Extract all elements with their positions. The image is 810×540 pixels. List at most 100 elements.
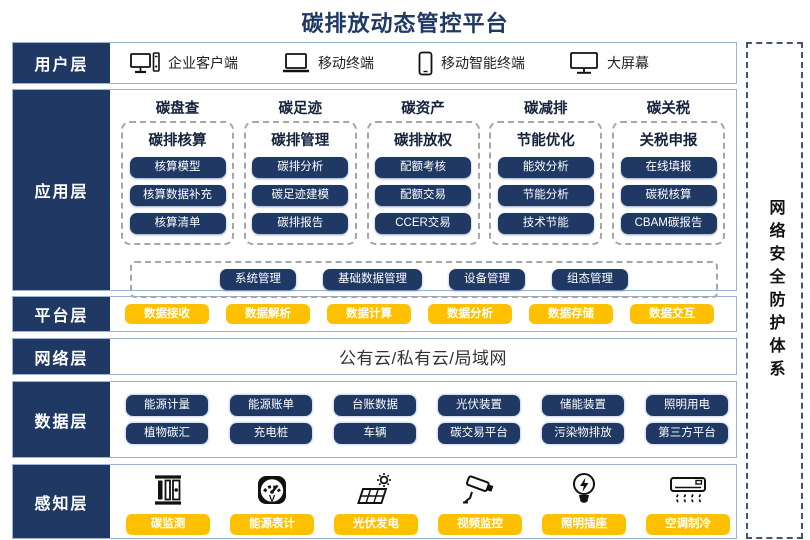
- app-node: 碳税核算: [620, 185, 717, 206]
- app-column-box: 碳排管理 碳排分析 碳足迹建模 碳排报告: [243, 121, 357, 245]
- sense-item-carbon-monitor: 碳监测: [126, 469, 210, 535]
- app-column-carbon-inventory: 碳盘查 碳排核算 核算模型 核算数据补充 核算清单: [121, 97, 234, 245]
- sense-node: 光伏发电: [334, 513, 418, 535]
- app-column-header: 碳资产: [401, 101, 445, 117]
- user-item-label: 大屏幕: [607, 55, 649, 71]
- management-box: 系统管理 基础数据管理 设备管理 组态管理: [130, 261, 718, 298]
- app-column-box: 碳排核算 核算模型 核算数据补充 核算清单: [121, 121, 234, 245]
- security-panel-label: 网络安全防护体系: [766, 198, 784, 383]
- data-row-1: 能源计量 能源账单 台账数据 光伏装置 储能装置 照明用电: [126, 395, 736, 416]
- sense-layer-content: 碳监测 V 能源表计: [110, 465, 736, 538]
- user-item-smart-mobile: 移动智能终端: [418, 51, 525, 76]
- energy-meter-icon: V: [255, 469, 289, 507]
- data-node: 充电桩: [230, 423, 312, 444]
- data-row-2: 植物碳汇 充电桩 车辆 碳交易平台 污染物排放 第三方平台: [126, 423, 736, 444]
- app-column-carbon-reduction: 碳减排 节能优化 能效分析 节能分析 技术节能: [489, 97, 603, 245]
- management-node: 设备管理: [449, 269, 525, 290]
- user-item-mobile-terminal: 移动终端: [282, 52, 374, 74]
- app-node: 碳排报告: [252, 213, 349, 234]
- platform-layer-label: 平台层: [13, 297, 110, 331]
- sense-node: 空调制冷: [646, 513, 730, 535]
- page-title: 碳排放动态管控平台: [301, 11, 509, 36]
- layer-stack: 用户层 企业客户端: [12, 42, 737, 539]
- data-node: 台账数据: [334, 395, 416, 416]
- carbon-monitor-icon: [151, 469, 185, 507]
- app-column-box: 节能优化 能效分析 节能分析 技术节能: [489, 121, 603, 245]
- app-column-subheader: 关税申报: [639, 133, 698, 149]
- app-node: 节能分析: [497, 185, 594, 206]
- platform-layer-row: 平台层 数据接收 数据解析 数据计算 数据分析 数据存储 数据交互: [12, 296, 737, 332]
- sense-item-energy-meter: V 能源表计: [230, 469, 314, 535]
- app-column-carbon-asset: 碳资产 碳排放权 配额考核 配额交易 CCER交易: [366, 97, 480, 245]
- management-node: 基础数据管理: [323, 269, 422, 290]
- data-node: 碳交易平台: [438, 423, 520, 444]
- sense-layer-row: 感知层 碳监测: [12, 464, 737, 539]
- solar-power-icon: [356, 469, 396, 507]
- app-node: 核算清单: [129, 213, 226, 234]
- platform-layer-content: 数据接收 数据解析 数据计算 数据分析 数据存储 数据交互: [110, 297, 736, 331]
- management-node: 系统管理: [220, 269, 296, 290]
- data-layer-label: 数据层: [13, 382, 110, 457]
- app-node: 碳排分析: [252, 157, 349, 178]
- user-item-enterprise-client: 企业客户端: [130, 51, 238, 75]
- desktop-pc-icon: [130, 51, 160, 75]
- app-column-subheader: 碳排管理: [271, 133, 330, 149]
- sense-item-video-surveillance: 视频监控: [438, 469, 522, 535]
- app-layer-content: 碳盘查 碳排核算 核算模型 核算数据补充 核算清单 碳足迹 碳排管理 碳排分析: [110, 90, 736, 298]
- smartphone-icon: [418, 51, 433, 76]
- data-node: 储能装置: [542, 395, 624, 416]
- sense-item-air-conditioning: 空调制冷: [646, 469, 730, 535]
- app-column-box: 碳排放权 配额考核 配额交易 CCER交易: [366, 121, 480, 245]
- app-node: 能效分析: [497, 157, 594, 178]
- platform-node: 数据存储: [529, 304, 613, 324]
- app-node: 配额交易: [375, 185, 471, 206]
- data-node: 第三方平台: [646, 423, 728, 444]
- user-item-label: 移动智能终端: [441, 55, 525, 71]
- app-node: CBAM碳报告: [620, 213, 717, 234]
- air-conditioner-icon: [668, 469, 708, 507]
- app-column-subheader: 碳排放权: [394, 133, 452, 149]
- app-column-header: 碳盘查: [155, 101, 200, 117]
- app-column-header: 碳足迹: [278, 101, 323, 117]
- app-node: 在线填报: [620, 157, 717, 178]
- data-node: 植物碳汇: [126, 423, 208, 444]
- app-column-carbon-footprint: 碳足迹 碳排管理 碳排分析 碳足迹建模 碳排报告: [243, 97, 357, 245]
- data-node: 能源账单: [230, 395, 312, 416]
- user-item-label: 企业客户端: [168, 55, 238, 71]
- laptop-icon: [282, 52, 310, 74]
- platform-node: 数据接收: [125, 304, 209, 324]
- user-layer-label: 用户层: [13, 43, 110, 83]
- sense-item-solar-power: 光伏发电: [334, 469, 418, 535]
- sense-layer-label: 感知层: [13, 465, 110, 538]
- app-column-subheader: 碳排核算: [148, 133, 207, 149]
- app-column-box: 关税申报 在线填报 碳税核算 CBAM碳报告: [612, 121, 725, 245]
- sense-node: 碳监测: [126, 513, 210, 535]
- app-column-header: 碳减排: [524, 101, 568, 117]
- app-node: 配额考核: [375, 157, 471, 178]
- app-node: 碳足迹建模: [252, 185, 349, 206]
- sense-node: 能源表计: [230, 513, 314, 535]
- data-layer-row: 数据层 能源计量 能源账单 台账数据 光伏装置 储能装置 照明用电 植物碳汇 充…: [12, 381, 737, 458]
- sense-item-lighting-socket: 照明插座: [542, 469, 626, 535]
- app-layer-label: 应用层: [13, 90, 110, 290]
- management-node: 组态管理: [552, 269, 628, 290]
- data-node: 能源计量: [126, 395, 208, 416]
- app-column-header: 碳关税: [646, 101, 691, 117]
- sense-node: 照明插座: [542, 513, 626, 535]
- data-node: 光伏装置: [438, 395, 520, 416]
- big-screen-icon: [569, 51, 599, 75]
- app-node: CCER交易: [375, 213, 471, 234]
- data-layer-content: 能源计量 能源账单 台账数据 光伏装置 储能装置 照明用电 植物碳汇 充电桩 车…: [110, 382, 736, 457]
- app-node: 技术节能: [497, 213, 594, 234]
- cctv-camera-icon: [460, 469, 500, 507]
- app-layer-row: 应用层 碳盘查 碳排核算 核算模型 核算数据补充 核算清单 碳足迹: [12, 89, 737, 298]
- sense-node: 视频监控: [438, 513, 522, 535]
- app-node: 核算模型: [129, 157, 226, 178]
- app-column-carbon-tariff: 碳关税 关税申报 在线填报 碳税核算 CBAM碳报告: [612, 97, 725, 245]
- network-layer-text: 公有云/私有云/局域网: [339, 349, 507, 368]
- data-node: 车辆: [334, 423, 416, 444]
- user-layer-content: 企业客户端 移动终端: [110, 43, 736, 83]
- security-panel: 网络安全防护体系: [746, 42, 803, 539]
- platform-node: 数据交互: [630, 304, 714, 324]
